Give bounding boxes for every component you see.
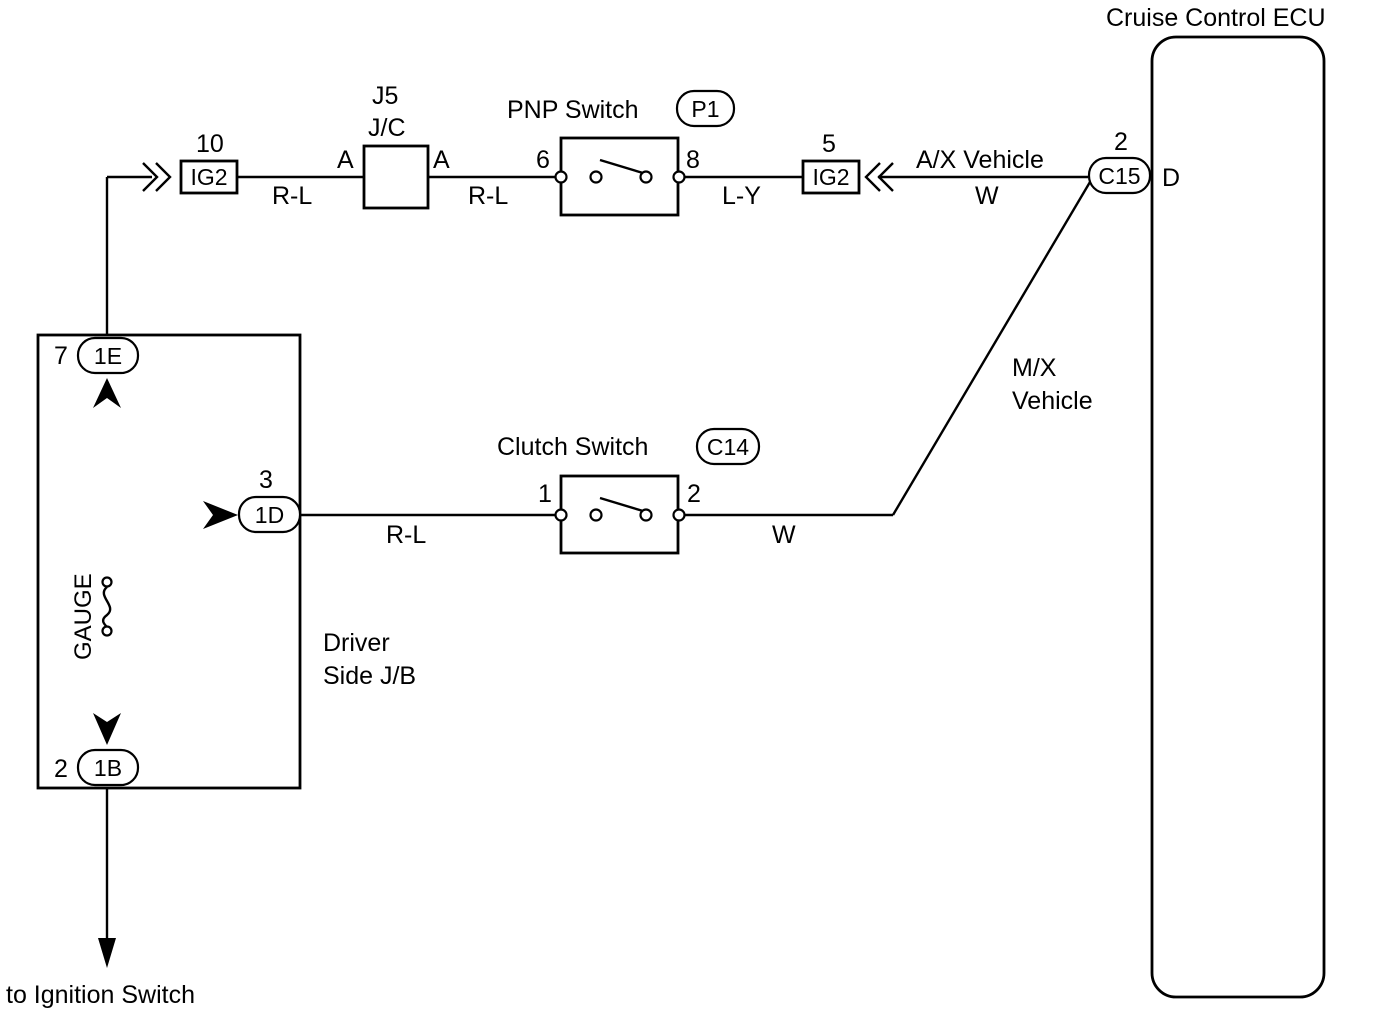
jc-j5: J5 J/C A A xyxy=(337,82,450,210)
ig2-right-connector: IG2 5 xyxy=(801,130,894,195)
driver-side-jb: Driver Side J/B 1E 7 1D 3 GAUGE 1B 2 xyxy=(36,333,416,790)
wires xyxy=(98,175,1092,968)
ignition-switch-label: to Ignition Switch xyxy=(6,981,195,1009)
ax-vehicle-label: A/X Vehicle xyxy=(916,146,1044,174)
ig2-right-chevron-inner xyxy=(877,162,894,192)
jc-pin-left: A xyxy=(337,146,354,174)
clutch-switch-body xyxy=(559,474,680,555)
ig2-left-chevron-outer xyxy=(142,162,159,192)
ecu-body xyxy=(1150,35,1326,999)
jb-side-connector-label: 1D xyxy=(255,502,284,528)
jc-box xyxy=(362,144,430,210)
jc-pin-right: A xyxy=(433,146,450,174)
clutch-switch-title: Clutch Switch xyxy=(497,433,648,461)
jc-label-sub: J/C xyxy=(368,114,406,142)
ecu-title: Cruise Control ECU xyxy=(1106,4,1326,32)
pnp-terminal-right xyxy=(672,170,686,184)
jb-top-pin: 7 xyxy=(54,342,68,370)
ig2-right-chevron-outer xyxy=(864,162,881,192)
ig2-left-chevron-inner xyxy=(155,162,172,192)
pnp-connector-label: P1 xyxy=(691,96,719,122)
clutch-contact-left xyxy=(589,508,603,522)
pnp-switch-body xyxy=(559,136,680,217)
clutch-pin-right: 2 xyxy=(687,480,701,508)
jb-name-line1: Driver xyxy=(323,629,390,657)
jb-side-pin: 3 xyxy=(259,466,273,494)
jb-bottom-connector-oval xyxy=(76,748,140,787)
fuse-terminal-top xyxy=(101,576,113,588)
cruise-control-ecu: Cruise Control ECU D 2 C15 xyxy=(1087,4,1326,999)
pnp-contact-left xyxy=(589,170,603,184)
pnp-pin-right: 8 xyxy=(686,146,700,174)
wire-color-labels: R-L R-L L-Y W R-L W xyxy=(272,182,999,549)
ig2-right-label: IG2 xyxy=(812,164,849,190)
pnp-pin-left: 6 xyxy=(536,146,550,174)
pnp-switch-title: PNP Switch xyxy=(507,96,639,124)
vehicle-labels: A/X Vehicle M/X Vehicle xyxy=(916,146,1093,415)
wire-color-jb-to-clutch: R-L xyxy=(386,521,426,549)
jb-bottom-arrow xyxy=(93,713,121,745)
wire-color-jc-to-pnp: R-L xyxy=(468,182,508,210)
ig2-left-connector: IG2 10 xyxy=(142,130,239,195)
pnp-contact-right xyxy=(639,170,653,184)
jb-side-connector-oval xyxy=(237,495,302,534)
clutch-switch: Clutch Switch C14 1 2 xyxy=(497,427,761,555)
jb-bottom-pin: 2 xyxy=(54,755,68,783)
mx-vehicle-label-line2: Vehicle xyxy=(1012,387,1093,415)
pnp-terminal-left xyxy=(554,170,568,184)
ecu-terminal-label: D xyxy=(1162,164,1180,192)
ecu-connector-label: C15 xyxy=(1098,163,1140,189)
clutch-pin-left: 1 xyxy=(538,480,552,508)
wire-color-pnp-to-ig2: L-Y xyxy=(722,182,761,210)
ecu-connector-oval xyxy=(1087,156,1152,195)
ig2-left-box xyxy=(179,159,239,195)
jb-bottom-connector-label: 1B xyxy=(94,755,122,781)
jb-side-arrow xyxy=(203,501,238,529)
ignition-arrow xyxy=(98,938,116,968)
fuse-label: GAUGE xyxy=(70,573,97,660)
pnp-connector-oval xyxy=(675,89,736,128)
ig2-right-pin: 5 xyxy=(822,130,836,158)
clutch-contact-right xyxy=(639,508,653,522)
mx-vehicle-label-line1: M/X xyxy=(1012,354,1057,382)
clutch-terminal-right xyxy=(672,508,686,522)
jb-top-connector-oval xyxy=(76,336,140,375)
jb-body xyxy=(36,333,302,790)
clutch-connector-oval xyxy=(695,427,761,466)
fuse-terminal-bottom xyxy=(101,625,113,637)
jb-top-arrow xyxy=(93,378,121,408)
jb-top-connector-label: 1E xyxy=(94,343,122,369)
pnp-switch: PNP Switch P1 6 8 xyxy=(507,89,736,217)
fuse-element xyxy=(101,586,112,628)
wire-color-clutch-to-ecu: W xyxy=(772,521,796,549)
wire-color-ig2-to-jc: R-L xyxy=(272,182,312,210)
ig2-left-pin: 10 xyxy=(196,130,224,158)
clutch-switch-blade xyxy=(599,496,644,513)
jc-label-top: J5 xyxy=(372,82,398,110)
clutch-terminal-left xyxy=(554,508,568,522)
ecu-pin-number: 2 xyxy=(1114,128,1128,156)
clutch-connector-label: C14 xyxy=(707,434,749,460)
wire-mx-diagonal xyxy=(891,181,1092,516)
pnp-switch-blade xyxy=(599,158,644,175)
ig2-left-label: IG2 xyxy=(190,164,227,190)
ig2-right-box xyxy=(801,159,861,195)
wire-color-ax-to-ecu: W xyxy=(975,182,999,210)
jb-name-line2: Side J/B xyxy=(323,662,416,690)
